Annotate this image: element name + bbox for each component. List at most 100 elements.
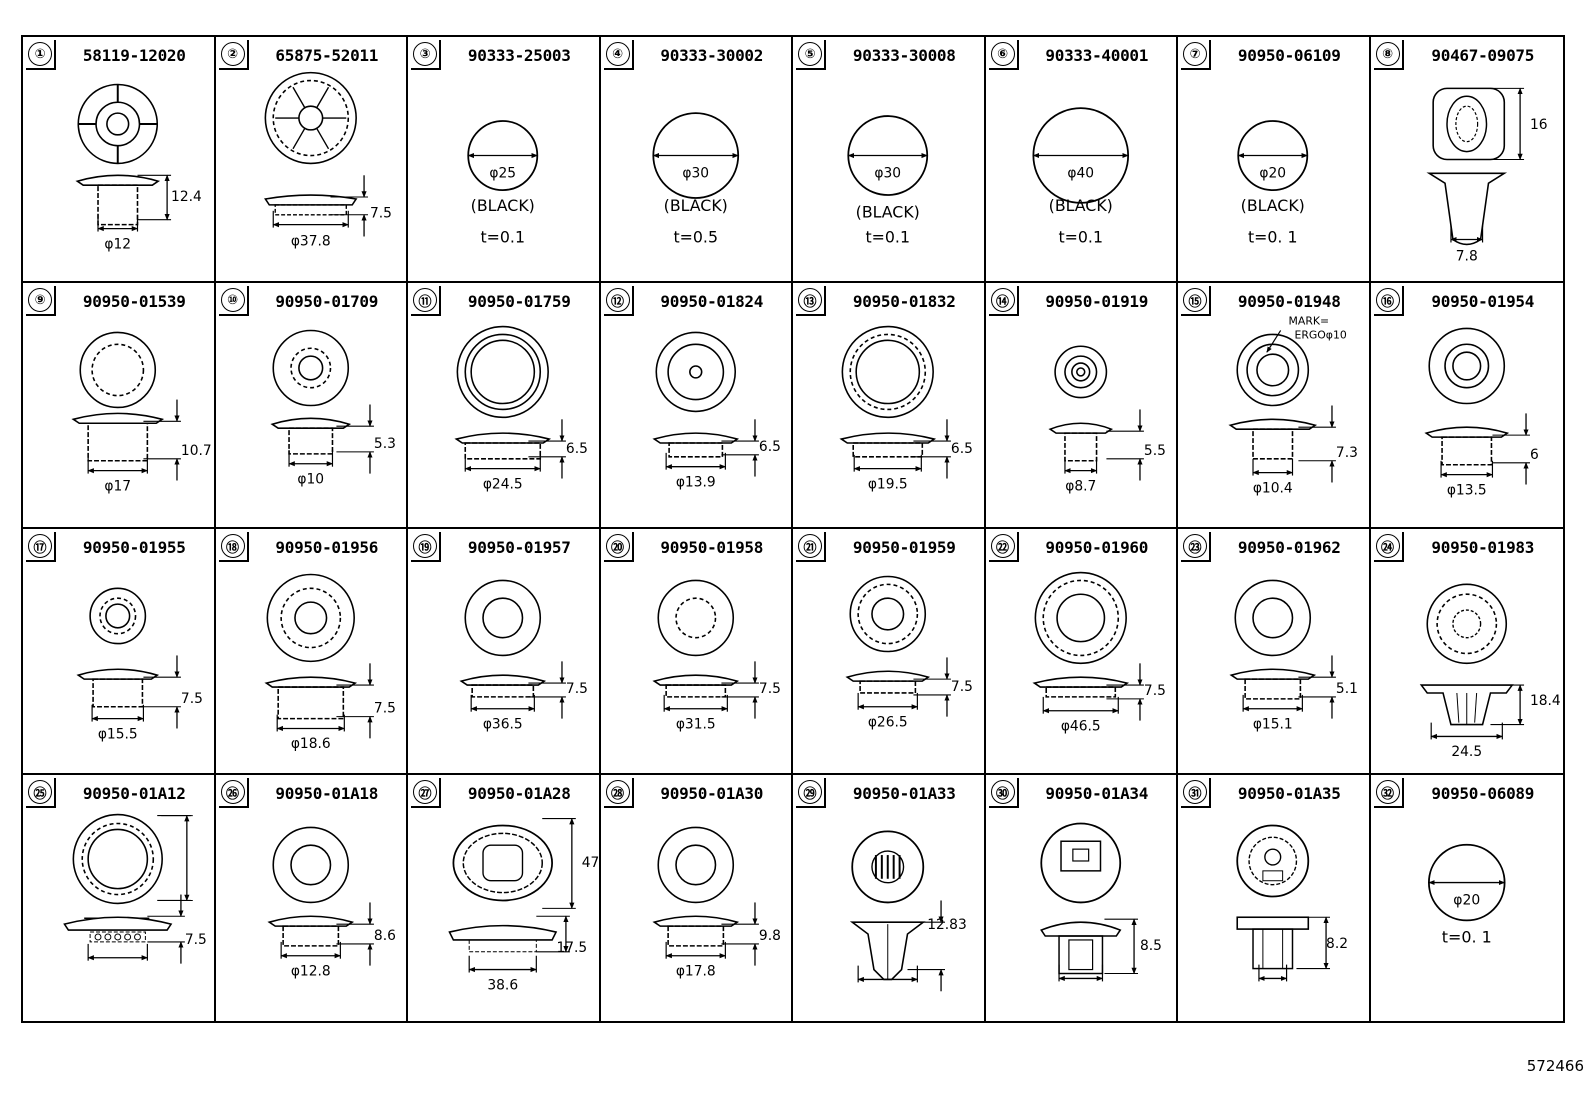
item-number: ③ bbox=[413, 42, 437, 66]
dimension-label: (BLACK) bbox=[471, 196, 535, 215]
part-number: 90950-01962 bbox=[1237, 538, 1341, 557]
dimension-label: 38.6 bbox=[487, 977, 518, 993]
item-number: ⑪ bbox=[413, 288, 437, 312]
item-number: ⑮ bbox=[1183, 288, 1207, 312]
item-number-box: ⑪ bbox=[411, 286, 441, 316]
dimension-label: φ8.7 bbox=[1065, 478, 1096, 494]
dimension-label: 12.83 bbox=[927, 917, 967, 933]
part-number: 90950-01948 bbox=[1237, 292, 1341, 311]
item-number-box: ㉜ bbox=[1373, 778, 1404, 808]
part-drawing: 7.5 bbox=[63, 813, 207, 964]
item-number: ⑱ bbox=[220, 534, 245, 558]
part-number: 90950-06109 bbox=[1237, 46, 1341, 65]
item-number: ㉖ bbox=[220, 780, 245, 804]
dimension-label: 7.3 bbox=[1336, 445, 1358, 461]
dimension-label: φ15.1 bbox=[1253, 716, 1293, 732]
item-number: ⑤ bbox=[798, 42, 822, 66]
part-number: 90950-01954 bbox=[1431, 292, 1535, 311]
item-number-box: ⑫ bbox=[603, 286, 634, 316]
dimension-label: 7.5 bbox=[181, 691, 203, 707]
dimension-label: 7.5 bbox=[369, 206, 391, 222]
part-number: 90950-01A28 bbox=[467, 784, 571, 803]
item-number: ㉘ bbox=[605, 780, 630, 804]
footer-code: 572466 bbox=[1526, 1057, 1584, 1075]
item-number-box: ㉛ bbox=[1181, 778, 1211, 808]
part-number: 65875-52011 bbox=[275, 46, 379, 65]
dimension-label: φ24.5 bbox=[483, 476, 523, 492]
item-number-box: ⑥ bbox=[988, 40, 1019, 70]
item-number: ⑦ bbox=[1183, 42, 1207, 66]
item-number-box: ⑯ bbox=[1373, 286, 1404, 316]
dimension-label: φ31.5 bbox=[675, 716, 715, 732]
part-number: 90950-01A30 bbox=[660, 784, 764, 803]
part-number: 90950-01832 bbox=[852, 292, 956, 311]
item-number: ⑩ bbox=[220, 288, 245, 312]
item-number: ⑥ bbox=[990, 42, 1015, 66]
item-number-box: ㉚ bbox=[988, 778, 1019, 808]
part-number: 90950-06089 bbox=[1431, 784, 1535, 803]
dimension-label: φ30 bbox=[682, 165, 709, 181]
dimension-label: 7.5 bbox=[1143, 683, 1165, 699]
dimension-label: 18.4 bbox=[1529, 693, 1560, 709]
item-number: ㉛ bbox=[1183, 780, 1207, 804]
dimension-label: (BLACK) bbox=[1048, 196, 1112, 215]
part-number: 90950-01919 bbox=[1045, 292, 1149, 311]
dimension-label: 7.5 bbox=[373, 701, 395, 717]
part-number: 90950-01958 bbox=[660, 538, 764, 557]
dimension-label: 8.6 bbox=[373, 928, 395, 944]
dimension-label: 8.5 bbox=[1139, 938, 1161, 954]
part-drawing: φ30(BLACK)t=0.5 bbox=[651, 112, 739, 246]
part-number: 90950-01983 bbox=[1431, 538, 1535, 557]
part-drawing: 167.8 bbox=[1425, 87, 1547, 264]
part-number: 90950-01956 bbox=[275, 538, 379, 557]
item-number-box: ㉓ bbox=[1181, 532, 1211, 562]
item-number-box: ㉒ bbox=[988, 532, 1019, 562]
dimension-label: 9.8 bbox=[758, 928, 780, 944]
part-number: 90333-40001 bbox=[1045, 46, 1149, 65]
item-number: ⑭ bbox=[990, 288, 1015, 312]
item-number-box: ⑧ bbox=[1373, 40, 1404, 70]
item-number-box: ㉖ bbox=[218, 778, 249, 808]
dimension-label: φ20 bbox=[1453, 892, 1480, 908]
item-number-box: ㉘ bbox=[603, 778, 634, 808]
item-number: ⑯ bbox=[1375, 288, 1400, 312]
dimension-label: 6.5 bbox=[951, 441, 973, 457]
part-number: 90950-01709 bbox=[275, 292, 379, 311]
item-number-box: ⑭ bbox=[988, 286, 1019, 316]
item-number: ㉚ bbox=[990, 780, 1015, 804]
item-number-box: ⑮ bbox=[1181, 286, 1211, 316]
part-drawing: 8.5 bbox=[1039, 822, 1161, 982]
item-number-box: ⑦ bbox=[1181, 40, 1211, 70]
item-number: ㉜ bbox=[1375, 780, 1400, 804]
item-number: ④ bbox=[605, 42, 630, 66]
item-number: ㉗ bbox=[413, 780, 437, 804]
part-number: 90950-01959 bbox=[852, 538, 956, 557]
item-number: ② bbox=[220, 42, 245, 66]
dimension-label: 17.5 bbox=[556, 940, 587, 956]
